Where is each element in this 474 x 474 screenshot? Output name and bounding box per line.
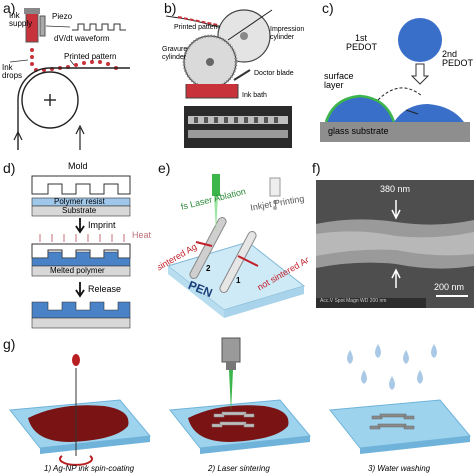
printed-pattern-label: Printed pattern [174, 24, 220, 31]
patterned-polymer [31, 301, 131, 319]
laser-objective [221, 337, 241, 363]
second-pedot-drop [398, 18, 442, 62]
nanoimprint-diagram [31, 175, 131, 329]
laser-beam [229, 370, 233, 412]
ink-drops-label: Ink drops [2, 63, 23, 80]
drops-leader [9, 59, 29, 63]
width-label: 380 nm [380, 184, 411, 194]
sintered-pointer [195, 241, 213, 247]
pattern-leader [69, 59, 75, 66]
sintered-lines [211, 411, 255, 428]
gravure-diagram [165, 9, 292, 148]
first-pedot-droplet [326, 96, 394, 122]
track-number-1: 1 [236, 276, 241, 285]
glass-substrate [320, 122, 470, 142]
release-arrow [75, 282, 85, 298]
printed-dots [34, 60, 118, 72]
groove [219, 231, 257, 293]
panel-label: b) [164, 0, 177, 16]
piezo-label: Piezo [52, 12, 73, 21]
imprint-label: Imprint [88, 220, 116, 230]
feed-arrow [13, 130, 23, 141]
ink-drop [72, 354, 80, 366]
inkjet-head [269, 177, 281, 197]
mold-label: Mold [68, 161, 88, 171]
printed-pattern-label: Printed pattern [64, 52, 117, 61]
substrate [31, 205, 131, 217]
melted-polymer-label: Melted polymer [50, 266, 105, 275]
gravure-cylinder-label: Gravure cylinder [162, 46, 188, 61]
second-pedot-label: 2nd PEDOT [442, 49, 474, 68]
inkjet-diagram [9, 8, 130, 150]
imprint-arrow [75, 218, 85, 234]
not-sintered-pointer [237, 255, 259, 267]
polymer-resist-label: Polymer resist [54, 197, 105, 206]
ink-drops [30, 48, 34, 66]
ink-bath [185, 84, 239, 99]
mold [31, 175, 131, 195]
first-pedot-label: 1st PEDOT [346, 33, 378, 52]
waveform-line [72, 23, 126, 31]
panel-c: c) 1st PEDOT 2nd PEDOT surface layer gla… [316, 0, 474, 152]
process-steps [9, 337, 471, 466]
ink-supply-label: Ink supply [9, 11, 33, 28]
laser-head [212, 174, 220, 196]
surface-layer-label: surface layer [324, 71, 354, 90]
scale-label: 200 nm [434, 282, 465, 292]
step2-label: 2) Laser sintering [208, 464, 270, 473]
panel-d: d) Mold Polymer resist Substrate Imprint… [0, 158, 158, 330]
up-arrow [75, 124, 85, 135]
doctor-blade-label: Doctor blade [254, 70, 294, 77]
remaining-lines [369, 413, 415, 430]
laser-ablation-diagram [166, 174, 306, 318]
panel-label: d) [3, 160, 16, 176]
panel-a: a) Ink supply Piezo dV/dt waveform Ink d… [0, 0, 158, 152]
substrate-label: Substrate [62, 206, 97, 215]
sintered-track [189, 217, 227, 279]
drop-arrow [410, 63, 430, 85]
panel-label: c) [322, 0, 334, 16]
melted-polymer [31, 251, 131, 267]
step3-label: 3) Water washing [368, 464, 431, 473]
heat-arrows [39, 234, 125, 242]
sem-image: 380 nm 200 nm Acc.V Spot Magn WD 200 nm [316, 180, 474, 308]
bottom-arrow [391, 268, 401, 288]
panel-label: f) [312, 160, 321, 176]
spin-arrow [59, 455, 93, 466]
roller-photo [184, 106, 292, 148]
printed-pattern-strip [177, 16, 219, 26]
panel-b: b) Printed pattern Impression cylinder G… [158, 0, 316, 152]
panel-e: e) fs Laser Ablation Inkjet Printing sin… [158, 158, 308, 330]
panel-g: g) [0, 330, 474, 474]
doctor-blade [233, 69, 251, 81]
ink-film [28, 405, 129, 442]
waveform-label: dV/dt waveform [54, 34, 110, 43]
second-pedot-droplet [394, 104, 464, 122]
nozzle-cap [24, 8, 40, 14]
panel-label: a) [3, 0, 16, 16]
release-label: Release [88, 284, 122, 294]
sem-footer: Acc.V Spot Magn WD 200 nm [320, 298, 387, 304]
piezo-wire [45, 25, 71, 28]
water-drops [347, 344, 437, 390]
ink-bath-label: Ink bath [242, 92, 267, 99]
panel-f: f) 380 nm 200 nm Acc.V Spot Magn WD 200 … [308, 158, 474, 310]
panel-label: e) [158, 160, 171, 176]
glass-substrate-label: glass substrate [328, 126, 389, 136]
heat-label: Heat [132, 230, 152, 240]
substrate-web [17, 67, 130, 150]
step1-label: 1) Ag-NP ink spin-coating [44, 464, 135, 473]
surface-layer [324, 94, 396, 123]
panel-label: g) [3, 336, 16, 352]
impression-cylinder-label: Impression cylinder [270, 26, 305, 41]
piezo-element [39, 15, 46, 37]
flow-arrow [377, 87, 423, 101]
top-arrow [391, 200, 401, 220]
track-number-2: 2 [206, 264, 211, 273]
pedot-diagram [320, 18, 470, 142]
